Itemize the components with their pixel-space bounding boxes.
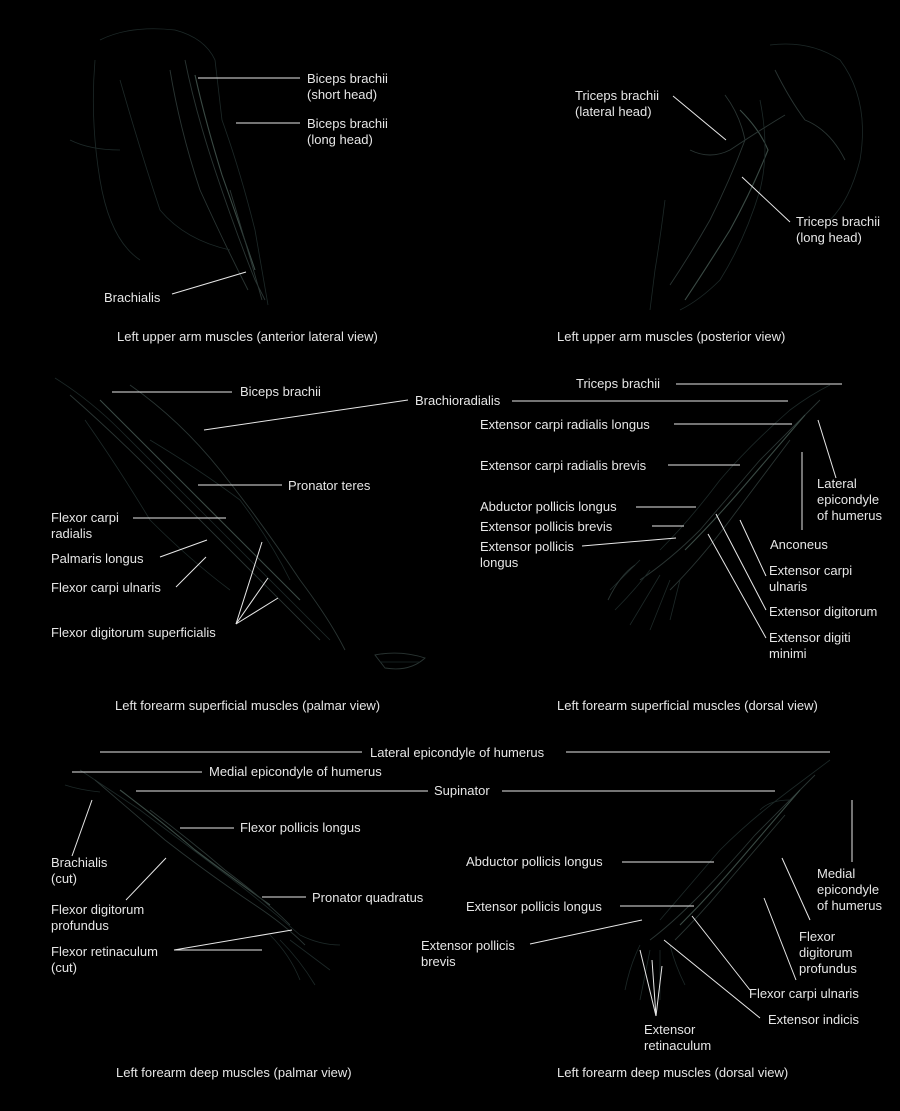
label-supinator: Supinator: [434, 783, 490, 798]
label-extensor-digiti-minimi: Extensor digiti minimi: [769, 630, 854, 661]
caption-upper-arm-posterior: Left upper arm muscles (posterior view): [557, 329, 785, 344]
label-medial-epicondyle-of-humerus: Medial epicondyle of humerus: [209, 764, 382, 779]
label-extensor-pollicis-longus: Extensor pollicis longus: [480, 539, 578, 570]
label-brachialis: Brachialis: [104, 290, 161, 305]
label-triceps-long-head: Triceps brachii (long head): [796, 214, 884, 245]
label-lateral-epicondyle-of-humerus: Lateral epicondyle of humerus: [817, 476, 883, 523]
label-flexor-carpi-radialis: Flexor carpi radialis: [51, 510, 123, 541]
label-extensor-pollicis-brevis-deep: Extensor pollicis brevis: [421, 938, 519, 969]
label-flexor-carpi-ulnaris: Flexor carpi ulnaris: [51, 580, 161, 595]
upper-arm-anterior-sketch: [69, 28, 269, 306]
label-extensor-pollicis-brevis: Extensor pollicis brevis: [480, 519, 613, 534]
caption-forearm-deep-palmar: Left forearm deep muscles (palmar view): [116, 1065, 352, 1080]
forearm-deep-dorsal-sketch: [624, 759, 831, 1001]
label-triceps-lateral-head: Triceps brachii (lateral head): [575, 88, 663, 119]
forearm-deep-palmar-sketch: [64, 769, 341, 986]
label-extensor-carpi-radialis-brevis: Extensor carpi radialis brevis: [480, 458, 647, 473]
label-biceps-brachii: Biceps brachii: [240, 384, 321, 399]
label-pronator-quadratus: Pronator quadratus: [312, 890, 424, 905]
labels: Biceps brachii (short head) Biceps brach…: [51, 71, 884, 1080]
caption-forearm-superficial-dorsal: Left forearm superficial muscles (dorsal…: [557, 698, 818, 713]
label-triceps-brachii: Triceps brachii: [576, 376, 660, 391]
label-brachialis-cut: Brachialis (cut): [51, 855, 111, 886]
label-lateral-epicondyle-of-humerus-deep: Lateral epicondyle of humerus: [370, 745, 545, 760]
label-biceps-brachii-long-head: Biceps brachii (long head): [307, 116, 392, 147]
label-abductor-pollicis-longus-deep: Abductor pollicis longus: [466, 854, 603, 869]
label-extensor-digitorum: Extensor digitorum: [769, 604, 877, 619]
label-flexor-digitorum-superficialis: Flexor digitorum superficialis: [51, 625, 216, 640]
label-extensor-retinaculum: Extensor retinaculum: [644, 1022, 711, 1053]
caption-upper-arm-anterior: Left upper arm muscles (anterior lateral…: [117, 329, 378, 344]
caption-forearm-deep-dorsal: Left forearm deep muscles (dorsal view): [557, 1065, 788, 1080]
label-extensor-carpi-ulnaris: Extensor carpi ulnaris: [769, 563, 856, 594]
label-extensor-pollicis-longus-deep: Extensor pollicis longus: [466, 899, 602, 914]
label-pronator-teres: Pronator teres: [288, 478, 371, 493]
forearm-superficial-dorsal-sketch: [607, 384, 831, 631]
label-palmaris-longus: Palmaris longus: [51, 551, 144, 566]
label-flexor-digitorum-profundus-dorsal: Flexor digitorum profundus: [799, 929, 857, 976]
leader-lines: [71, 77, 853, 1019]
upper-arm-posterior-sketch: [649, 43, 863, 311]
label-biceps-brachii-short-head: Biceps brachii (short head): [307, 71, 392, 102]
label-flexor-pollicis-longus: Flexor pollicis longus: [240, 820, 361, 835]
forearm-superficial-palmar-sketch: [54, 377, 426, 670]
label-flexor-digitorum-profundus: Flexor digitorum profundus: [51, 902, 148, 933]
label-anconeus: Anconeus: [770, 537, 828, 552]
label-extensor-carpi-radialis-longus: Extensor carpi radialis longus: [480, 417, 650, 432]
label-flexor-carpi-ulnaris-dorsal: Flexor carpi ulnaris: [749, 986, 859, 1001]
label-abductor-pollicis-longus: Abductor pollicis longus: [480, 499, 617, 514]
label-brachioradialis: Brachioradialis: [415, 393, 501, 408]
label-extensor-indicis: Extensor indicis: [768, 1012, 860, 1027]
label-flexor-retinaculum-cut: Flexor retinaculum (cut): [51, 944, 162, 975]
caption-forearm-superficial-palmar: Left forearm superficial muscles (palmar…: [115, 698, 380, 713]
label-medial-epicondyle-of-humerus-dorsal: Medial epicondyle of humerus: [817, 866, 883, 913]
